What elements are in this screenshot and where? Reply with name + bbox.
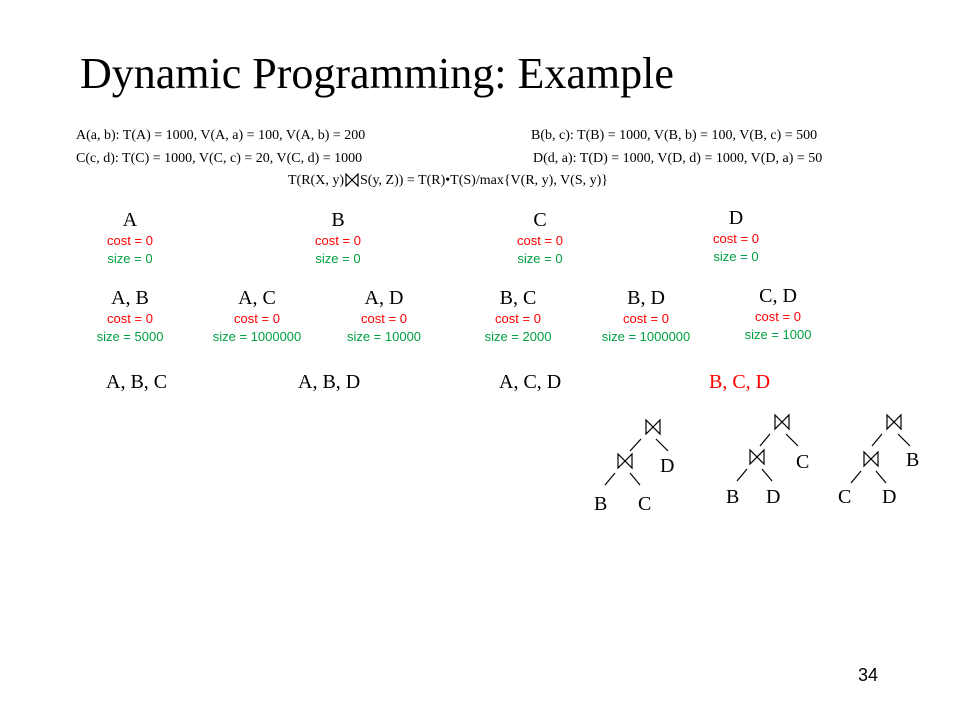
- node-label: A, D: [364, 287, 404, 309]
- node-label: A: [122, 209, 138, 231]
- node-label: C: [533, 209, 547, 231]
- node-triple-acd: A, C, D: [499, 371, 562, 393]
- node-single-d: D cost = 0 size = 0: [713, 206, 759, 266]
- node-size: size = 5000: [96, 329, 164, 344]
- tree-leaf: D: [882, 486, 896, 508]
- tree-leaf-outer: C: [796, 451, 809, 473]
- node-pair-ab: A, B cost = 0 size = 5000: [97, 286, 164, 346]
- tree-leaf-outer: D: [660, 455, 674, 477]
- node-pair-ad: A, D cost = 0 size = 10000: [347, 286, 421, 346]
- tree-leaf: B: [726, 486, 739, 508]
- node-label: B, D: [627, 287, 665, 309]
- relation-c-stats: C(c, d): T(C) = 1000, V(C, c) = 20, V(C,…: [76, 151, 363, 166]
- bowtie-join-icon: [345, 173, 359, 187]
- node-label: B, C: [499, 287, 537, 309]
- node-cost: cost = 0: [517, 233, 563, 248]
- node-size: size = 1000: [744, 327, 812, 342]
- node-single-c: C cost = 0 size = 0: [517, 208, 563, 268]
- tree-edge: [761, 468, 773, 482]
- tree-edge: [655, 438, 669, 452]
- tree-edge: [629, 438, 642, 452]
- bowtie-join-icon: [645, 418, 661, 436]
- tree-edge: [871, 433, 883, 447]
- node-size: size = 0: [713, 249, 759, 264]
- bowtie-join-icon: [886, 413, 902, 431]
- tree-edge: [875, 470, 887, 484]
- bowtie-join-icon: [749, 448, 765, 466]
- node-size: size = 1000000: [601, 329, 691, 344]
- node-single-a: A cost = 0 size = 0: [107, 208, 153, 268]
- tree-leaf-outer: B: [906, 449, 919, 471]
- node-size: size = 0: [107, 251, 153, 266]
- node-pair-bc: B, C cost = 0 size = 2000: [485, 286, 552, 346]
- relation-b-stats: B(b, c): T(B) = 1000, V(B, b) = 100, V(B…: [531, 128, 818, 143]
- node-size: size = 0: [315, 251, 361, 266]
- formula-right: S(y, Z)) = T(R)•T(S)/max{V(R, y), V(S, y…: [360, 173, 609, 188]
- page-title: Dynamic Programming: Example: [80, 49, 674, 98]
- node-cost: cost = 0: [107, 233, 153, 248]
- node-cost: cost = 0: [623, 311, 669, 326]
- node-pair-ac: A, C cost = 0 size = 1000000: [213, 286, 302, 346]
- formula-left: T(R(X, y): [288, 173, 344, 188]
- node-cost: cost = 0: [713, 231, 759, 246]
- node-single-b: B cost = 0 size = 0: [315, 208, 361, 268]
- node-size: size = 2000: [484, 329, 552, 344]
- node-label: D: [728, 207, 744, 229]
- node-size: size = 0: [517, 251, 563, 266]
- tree-leaf: C: [838, 486, 851, 508]
- tree-edge: [850, 470, 862, 484]
- node-label: A, B: [111, 287, 149, 309]
- node-pair-bd: B, D cost = 0 size = 1000000: [602, 286, 691, 346]
- tree-edge: [759, 433, 771, 447]
- node-triple-abc: A, B, C: [106, 371, 168, 393]
- tree-leaf: C: [638, 493, 651, 515]
- tree-edge: [629, 472, 641, 486]
- tree-leaf: D: [766, 486, 780, 508]
- node-pair-cd: C, D cost = 0 size = 1000: [745, 284, 812, 344]
- node-cost: cost = 0: [755, 309, 801, 324]
- bowtie-join-icon: [617, 452, 633, 470]
- bowtie-join-icon: [863, 450, 879, 468]
- tree-edge: [785, 433, 799, 447]
- page-number: 34: [858, 665, 879, 685]
- node-size: size = 10000: [346, 329, 422, 344]
- node-triple-bcd: B, C, D: [709, 371, 771, 393]
- node-cost: cost = 0: [234, 311, 280, 326]
- node-triple-abd: A, B, D: [298, 371, 361, 393]
- node-cost: cost = 0: [315, 233, 361, 248]
- tree-edge: [604, 472, 616, 486]
- node-size: size = 1000000: [212, 329, 302, 344]
- tree-edge: [736, 468, 748, 482]
- bowtie-join-icon: [774, 413, 790, 431]
- node-label: C, D: [759, 285, 797, 307]
- node-cost: cost = 0: [361, 311, 407, 326]
- node-label: B: [331, 209, 345, 231]
- tree-leaf: B: [594, 493, 607, 515]
- node-cost: cost = 0: [495, 311, 541, 326]
- join-size-formula: T(R(X, y) S(y, Z)) = T(R)•T(S)/max{V(R, y…: [288, 172, 608, 190]
- tree-edge: [897, 433, 911, 447]
- node-label: A, C: [238, 287, 276, 309]
- node-cost: cost = 0: [107, 311, 153, 326]
- relation-d-stats: D(d, a): T(D) = 1000, V(D, d) = 1000, V(…: [533, 151, 823, 166]
- relation-a-stats: A(a, b): T(A) = 1000, V(A, a) = 100, V(A…: [76, 128, 366, 143]
